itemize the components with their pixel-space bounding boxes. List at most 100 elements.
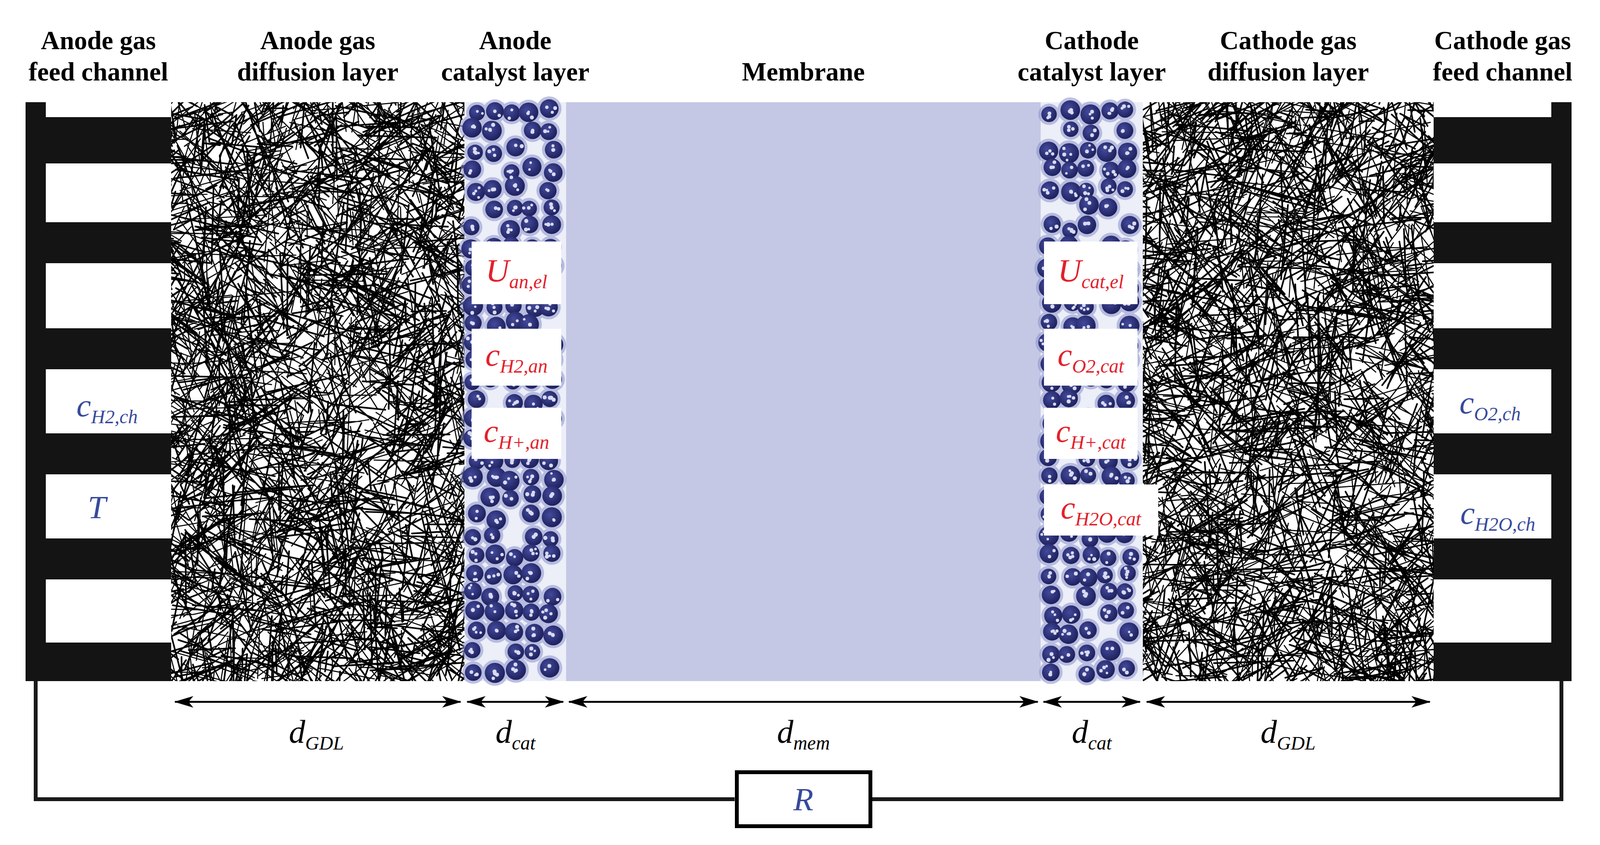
catalyst-particle [1076,586,1097,607]
catalyst-particle [1078,568,1098,588]
platinum-dot [546,189,550,192]
platinum-dot [1066,399,1072,404]
catalyst-particle [525,528,543,546]
platinum-dot [535,552,538,556]
platinum-dot [526,508,530,513]
platinum-dot [465,336,470,341]
particle-halo [482,142,505,165]
platinum-dot [1125,395,1129,400]
platinum-dot [1069,473,1073,477]
platinum-dot [1120,189,1125,194]
platinum-dot [1088,472,1093,476]
platinum-dot [490,461,494,464]
platinum-dot [542,461,546,465]
catalyst-particle [503,104,521,122]
platinum-dot [1102,665,1106,670]
platinum-dot [472,147,477,151]
platinum-dot [547,631,552,636]
platinum-dot [1055,629,1059,634]
platinum-dot [531,129,534,132]
catalyst-particle [1082,124,1100,142]
platinum-dot [511,667,516,672]
catalyst-particle [1043,216,1061,233]
platinum-dot [529,609,534,613]
catalyst-particle [1041,467,1058,485]
platinum-dot [1086,163,1090,167]
platinum-dot [1080,307,1084,311]
catalyst-ground [464,102,567,682]
platinum-dot [546,130,550,133]
dimension-arrow [569,701,1038,704]
platinum-dot [1125,576,1129,580]
platinum-dot [1122,104,1126,109]
catalyst-particle [462,118,482,138]
catalyst-particle [1117,142,1138,163]
particle-halo [1096,195,1121,220]
platinum-dot [1124,186,1128,190]
platinum-dot [553,106,557,110]
platinum-dot [529,571,533,575]
dimension-arrow [467,701,564,704]
particle-halo [1036,541,1062,567]
platinum-dot [530,203,534,207]
catalyst-particle [542,507,563,528]
platinum-dot [514,571,519,576]
platinum-dot [1050,304,1055,310]
catalyst-particle [1041,106,1057,123]
platinum-dot [469,584,473,587]
catalyst-particle [541,391,558,408]
platinum-dot [489,604,493,608]
platinum-dot [487,149,492,154]
particle-halo [542,137,566,162]
platinum-dot [471,125,475,129]
platinum-dot [545,105,549,109]
platinum-dot [1071,551,1074,555]
platinum-dot [473,571,477,575]
platinum-dot [488,464,492,468]
catalyst-particle [507,643,525,661]
platinum-dot [551,144,555,148]
platinum-dot [484,127,488,131]
platinum-dot [1124,567,1128,571]
platinum-dot [1105,172,1110,176]
catalyst-particle [464,582,483,601]
platinum-dot [502,480,508,486]
platinum-dot [492,669,497,674]
platinum-dot [470,650,475,655]
platinum-dot [514,668,518,673]
platinum-dot [1051,396,1055,400]
platinum-dot [513,205,518,210]
platinum-dot [551,172,556,177]
catalyst-particle [539,182,557,200]
platinum-dot [1126,401,1130,405]
platinum-dot [516,188,520,192]
platinum-dot [474,189,478,193]
platinum-dot [488,593,493,597]
catalyst-particle [1101,466,1122,487]
particle-halo [537,96,562,122]
catalyst-particle [483,179,502,199]
platinum-dot [500,553,504,557]
catalyst-ground [1040,102,1143,682]
platinum-dot [1082,459,1086,463]
platinum-dot [489,496,494,501]
platinum-dot [1050,590,1055,594]
platinum-dot [1070,165,1074,170]
catalyst-particles [458,96,567,687]
platinum-dot [515,400,519,405]
particle-halo [1113,580,1137,603]
platinum-dot [531,490,536,495]
platinum-dot [1067,128,1071,133]
catalyst-particle [1080,104,1101,125]
catalyst-particle [503,565,523,585]
platinum-dot [1125,479,1130,484]
catalyst-particle [1058,624,1078,645]
particle-halo [480,176,505,202]
platinum-dot [1103,145,1108,150]
platinum-dot [1040,533,1044,537]
platinum-dot [523,318,526,321]
platinum-dot [1129,633,1133,638]
platinum-dot [1109,145,1114,150]
particle-halo [499,487,522,510]
catalyst-particle [543,163,563,183]
